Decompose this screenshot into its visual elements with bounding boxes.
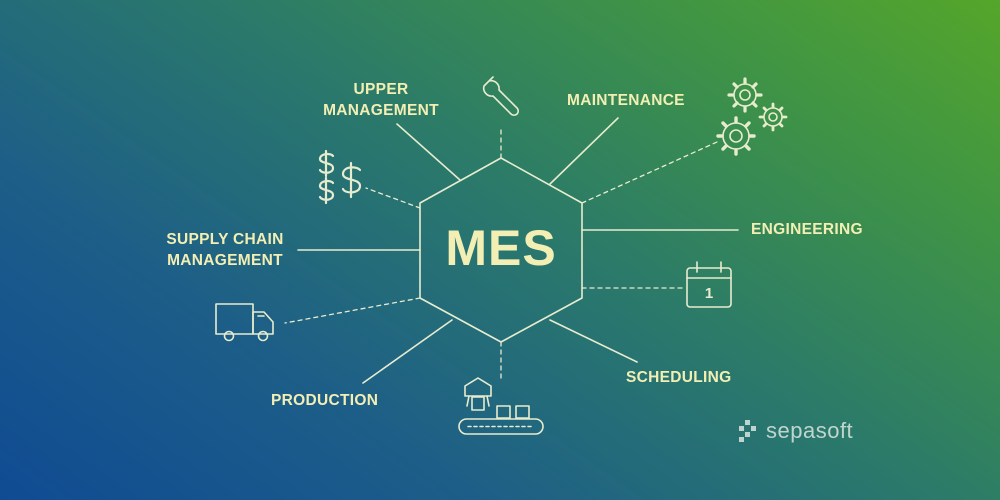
calendar-day-number: 1 (705, 285, 713, 302)
node-scheduling: SCHEDULING (626, 369, 732, 386)
connector-maintenance (549, 117, 619, 185)
connector-production (362, 319, 453, 384)
node-supply-chain-line2: MANAGEMENT (167, 252, 283, 269)
conveyor-robot-icon (458, 377, 544, 435)
dashed-link-truck (284, 297, 421, 324)
sepasoft-brand-text: sepasoft (766, 418, 854, 443)
gears-icon (716, 77, 788, 156)
calendar-icon (686, 261, 732, 308)
truck-icon (215, 303, 274, 342)
dollar-signs-icon (318, 149, 362, 205)
sepasoft-logo: sepasoft (736, 417, 853, 445)
node-supply-chain-line1: SUPPLY CHAIN (166, 231, 284, 248)
connector-upper-management (396, 123, 461, 181)
wrench-icon (482, 76, 520, 117)
node-upper-management: UPPER MANAGEMENT (316, 79, 446, 121)
node-maintenance: MAINTENANCE (567, 92, 685, 109)
node-production: PRODUCTION (271, 392, 379, 409)
dashed-link-dollars (365, 187, 421, 209)
node-engineering: ENGINEERING (751, 221, 863, 238)
node-upper-management-line2: MANAGEMENT (323, 102, 439, 119)
node-supply-chain-management: SUPPLY CHAIN MANAGEMENT (160, 229, 290, 271)
dashed-link-gears (581, 141, 718, 204)
node-upper-management-line1: UPPER (353, 81, 409, 98)
sepasoft-logo-mark (739, 420, 756, 442)
connector-scheduling (549, 319, 638, 363)
mes-center-label: MES (445, 220, 557, 276)
